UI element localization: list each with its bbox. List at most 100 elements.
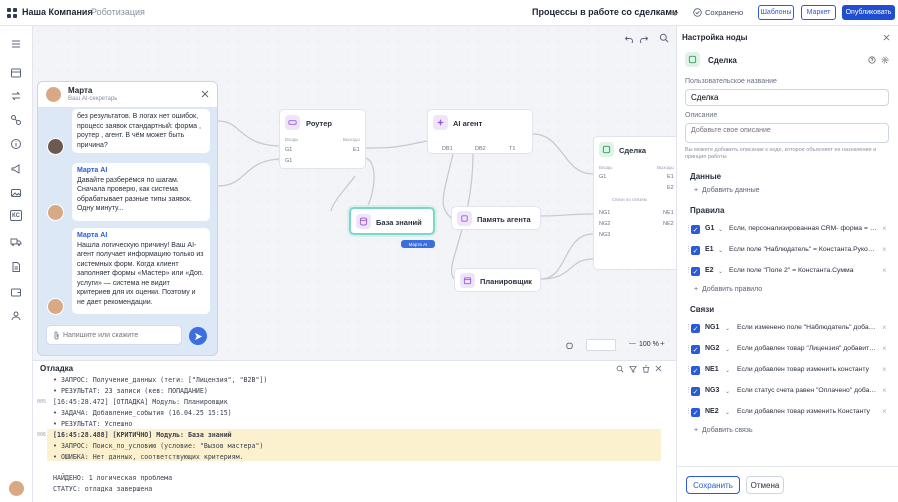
redo-icon[interactable]	[637, 32, 650, 44]
publish-button[interactable]: Опубликовать	[842, 5, 895, 20]
deal-port-ng2[interactable]: NG2	[599, 221, 611, 227]
description-input[interactable]	[685, 123, 889, 143]
minimap[interactable]	[586, 339, 616, 351]
links-checkbox[interactable]: ✓	[691, 345, 700, 354]
chevron-down-icon[interactable]: ⌄	[725, 326, 731, 332]
rules-checkbox[interactable]: ✓	[691, 267, 700, 276]
zoom-out-button[interactable]: —	[629, 340, 636, 347]
links-row[interactable]: ⋮✓NG1⌄Если изменено поле "Наблюдатель" д…	[685, 322, 891, 336]
chevron-down-icon[interactable]: ⌄	[718, 248, 724, 254]
chevron-down-icon[interactable]: ⌄	[725, 389, 731, 395]
remove-icon[interactable]: ×	[882, 365, 887, 374]
router-port-g1[interactable]: G1	[285, 147, 293, 153]
ai-port-t1[interactable]: T1	[509, 146, 516, 152]
debug-search-icon[interactable]	[615, 364, 624, 373]
send-button[interactable]	[189, 327, 207, 345]
cancel-button[interactable]: Отмена	[746, 476, 784, 494]
knowledge-base-node[interactable]: База знаний	[349, 207, 435, 235]
grid-logo-icon[interactable]	[6, 7, 18, 19]
ai-port-db2[interactable]: DB2	[475, 146, 486, 152]
announce-icon[interactable]	[9, 162, 23, 176]
settings-icon[interactable]	[880, 55, 889, 64]
remove-icon[interactable]: ×	[882, 386, 887, 395]
wallet-icon[interactable]	[9, 285, 23, 299]
hand-tool-icon[interactable]	[563, 339, 575, 351]
add-rule-button[interactable]: + Добавить правило	[694, 286, 763, 293]
remove-icon[interactable]: ×	[882, 224, 887, 233]
menu-icon[interactable]	[9, 37, 23, 51]
kc-icon[interactable]: КС	[10, 210, 22, 221]
add-data-button[interactable]: + Добавить данные	[694, 187, 760, 194]
router-port-g1b[interactable]: G1	[285, 158, 293, 164]
delivery-icon[interactable]	[9, 235, 23, 249]
drag-handle-icon[interactable]: ⋮	[685, 267, 692, 274]
deal-port-ng3[interactable]: NG3	[599, 232, 611, 238]
drag-handle-icon[interactable]: ⋮	[685, 246, 692, 253]
chevron-down-icon[interactable]: ⌄	[725, 410, 731, 416]
deal-port-e1[interactable]: E1	[667, 174, 674, 180]
remove-icon[interactable]: ×	[882, 344, 887, 353]
rules-row[interactable]: ⋮✓E1⌄Если поле "Наблюдатель" = Константа…	[685, 244, 891, 258]
templates-button[interactable]: Шаблоны	[758, 5, 794, 20]
drag-handle-icon[interactable]: ⋮	[685, 387, 692, 394]
drag-handle-icon[interactable]: ⋮	[685, 324, 692, 331]
rules-row[interactable]: ⋮✓E2⌄Если поле "Поле 2" = Константа.Сумм…	[685, 265, 891, 279]
links-checkbox[interactable]: ✓	[691, 366, 700, 375]
router-node[interactable]: Роутер Входы Выходы G1 G1 E1	[279, 109, 366, 169]
links-row[interactable]: ⋮✓NE2⌄Если добавлен товар изменить Конст…	[685, 406, 891, 420]
deal-port-g1[interactable]: G1	[599, 174, 607, 180]
undo-icon[interactable]	[622, 32, 635, 44]
chevron-down-icon[interactable]	[671, 9, 679, 17]
remove-icon[interactable]: ×	[882, 323, 887, 332]
debug-close-icon[interactable]	[654, 364, 663, 373]
chat-input-box[interactable]	[46, 325, 182, 345]
links-row[interactable]: ⋮✓NE1⌄Если добавлен товар изменить конст…	[685, 364, 891, 378]
remove-icon[interactable]: ×	[882, 266, 887, 275]
links-checkbox[interactable]: ✓	[691, 408, 700, 417]
close-icon[interactable]	[200, 89, 210, 99]
team-icon[interactable]	[9, 309, 23, 323]
drag-handle-icon[interactable]: ⋮	[685, 408, 692, 415]
save-button[interactable]: Сохранить	[686, 476, 740, 494]
panel-close-icon[interactable]	[882, 33, 891, 42]
user-avatar[interactable]	[8, 480, 25, 497]
chevron-down-icon[interactable]: ⌄	[725, 347, 731, 353]
chevron-down-icon[interactable]: ⌄	[725, 368, 731, 374]
debug-filter-icon[interactable]	[628, 364, 637, 373]
process-title[interactable]: Процессы в работе со сделками	[532, 7, 678, 17]
drag-handle-icon[interactable]: ⋮	[685, 345, 692, 352]
agent-memory-node[interactable]: Память агента	[451, 206, 541, 230]
links-row[interactable]: ⋮✓NG3⌄Если статус счета равен "Оплачено"…	[685, 385, 891, 399]
integrations-icon[interactable]	[9, 113, 23, 127]
trash-icon[interactable]	[641, 364, 650, 373]
gallery-icon[interactable]	[9, 186, 23, 200]
planner-node[interactable]: Планировщик	[454, 268, 541, 292]
drag-handle-icon[interactable]: ⋮	[685, 225, 692, 232]
chevron-down-icon[interactable]: ⌄	[718, 227, 724, 233]
rules-checkbox[interactable]: ✓	[691, 246, 700, 255]
custom-name-input[interactable]	[685, 89, 889, 106]
links-checkbox[interactable]: ✓	[691, 387, 700, 396]
search-icon[interactable]	[657, 31, 671, 45]
deal-port-e2[interactable]: E2	[667, 185, 674, 191]
help-icon[interactable]	[867, 55, 876, 64]
info-icon[interactable]	[9, 137, 23, 151]
ai-agent-node[interactable]: AI агент DB1 DB2 T1	[427, 109, 533, 154]
router-port-e1[interactable]: E1	[353, 147, 360, 153]
rules-row[interactable]: ⋮✓G1⌄Если, персонализированная CRM- форм…	[685, 223, 891, 237]
links-checkbox[interactable]: ✓	[691, 324, 700, 333]
remove-icon[interactable]: ×	[882, 245, 887, 254]
drag-handle-icon[interactable]: ⋮	[685, 366, 692, 373]
deal-port-ne2[interactable]: NE2	[663, 221, 674, 227]
ai-port-db1[interactable]: DB1	[442, 146, 453, 152]
deal-node[interactable]: Сделка Входы Выходы G1 E1 E2 Связи по св…	[593, 136, 683, 270]
flows-icon[interactable]	[9, 89, 23, 103]
chevron-down-icon[interactable]: ⌄	[718, 269, 724, 275]
links-row[interactable]: ⋮✓NG2⌄Если добавлен товар "Лицензия" доб…	[685, 343, 891, 357]
rules-checkbox[interactable]: ✓	[691, 225, 700, 234]
deal-port-ne1[interactable]: NE1	[663, 210, 674, 216]
deal-port-ng1[interactable]: NG1	[599, 210, 611, 216]
docs-icon[interactable]	[9, 260, 23, 274]
add-link-button[interactable]: + Добавить связь	[694, 427, 753, 434]
remove-icon[interactable]: ×	[882, 407, 887, 416]
